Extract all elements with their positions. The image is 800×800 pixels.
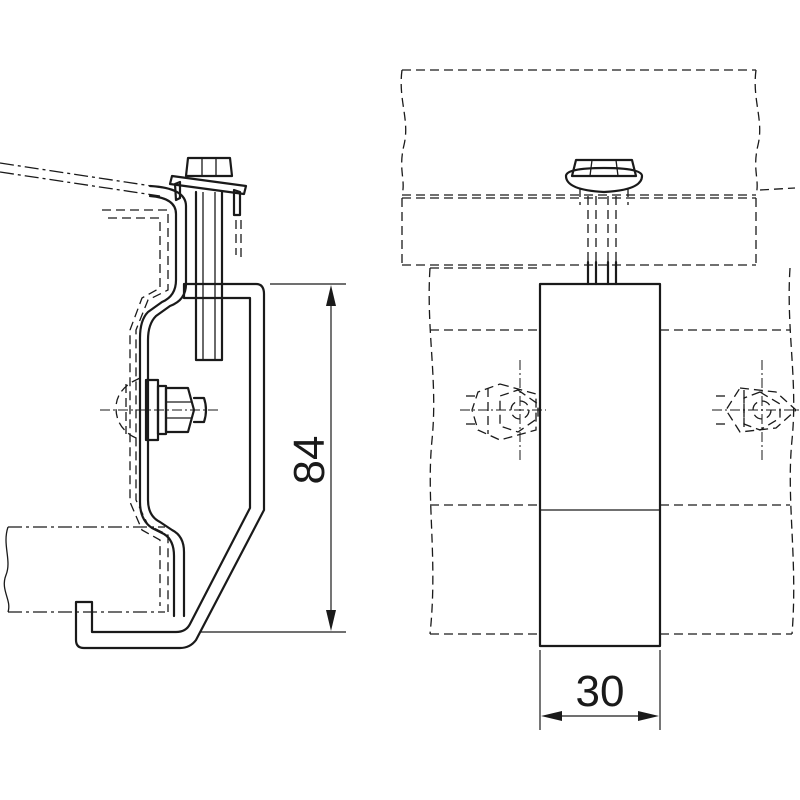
main-bracket bbox=[74, 282, 266, 650]
phantom-rim-band bbox=[401, 187, 796, 266]
front-view bbox=[400, 69, 800, 648]
left-hidden-nut bbox=[460, 360, 546, 460]
bracket-front-face bbox=[538, 282, 662, 648]
height-dimension-label: 84 bbox=[285, 436, 334, 485]
inner-clamp-bar bbox=[138, 184, 188, 618]
side-nut-assembly bbox=[100, 377, 218, 442]
phantom-upper-beam bbox=[400, 69, 761, 196]
hex-bolt-head-side bbox=[184, 156, 234, 178]
width-dimension: 30 bbox=[539, 650, 661, 730]
top-clamp-plate bbox=[168, 174, 248, 258]
bolt-shaft-front bbox=[586, 196, 618, 286]
side-view bbox=[0, 156, 266, 650]
phantom-beam bbox=[3, 526, 165, 613]
bolt-shaft-side bbox=[194, 190, 224, 362]
hex-bolt-head-front bbox=[564, 158, 644, 205]
phantom-tray-body bbox=[428, 267, 795, 635]
width-dimension-label: 30 bbox=[576, 667, 625, 716]
phantom-tray-rim bbox=[0, 162, 166, 197]
height-dimension: 84 bbox=[200, 283, 346, 633]
right-hidden-nut bbox=[712, 360, 800, 460]
